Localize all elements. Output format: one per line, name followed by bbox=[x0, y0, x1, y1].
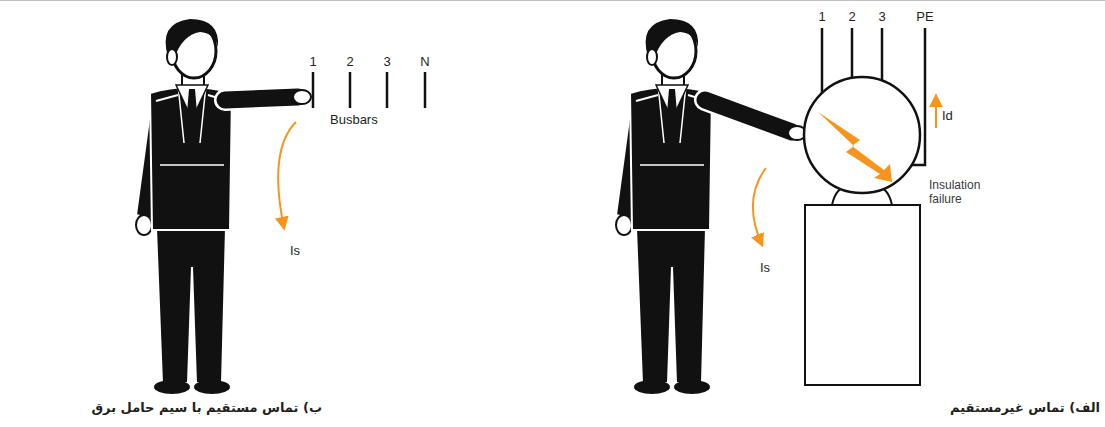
phase-number: 1 bbox=[818, 9, 825, 24]
current-label: Is bbox=[290, 243, 300, 258]
phase-number: 2 bbox=[848, 9, 855, 24]
earth-label: PE bbox=[916, 9, 933, 24]
frame-line bbox=[0, 0, 1105, 1]
panel-caption: ب) تماس مستقیم با سیم حامل برق bbox=[91, 400, 322, 415]
motor bbox=[804, 77, 920, 385]
supply-wires bbox=[822, 28, 925, 165]
part-label: Busbars bbox=[330, 112, 378, 127]
current-arrow bbox=[278, 122, 296, 228]
insulation-fault-bolt bbox=[818, 112, 892, 182]
busbars bbox=[313, 72, 425, 108]
phase-number: 3 bbox=[383, 54, 390, 69]
phase-number: 1 bbox=[309, 54, 316, 69]
panel-caption: الف) تماس غیرمستقیم bbox=[950, 400, 1100, 415]
current-label: Is bbox=[760, 260, 770, 275]
person-direct bbox=[136, 19, 311, 394]
neutral-label: N bbox=[420, 54, 429, 69]
phase-number: 2 bbox=[346, 54, 353, 69]
phase-number: 3 bbox=[878, 9, 885, 24]
fault-label: Insulation failure bbox=[929, 178, 995, 206]
current-label: Id bbox=[942, 108, 953, 123]
current-arrow bbox=[753, 168, 766, 245]
person-indirect bbox=[616, 19, 806, 394]
fault-current-arrow bbox=[935, 96, 937, 128]
